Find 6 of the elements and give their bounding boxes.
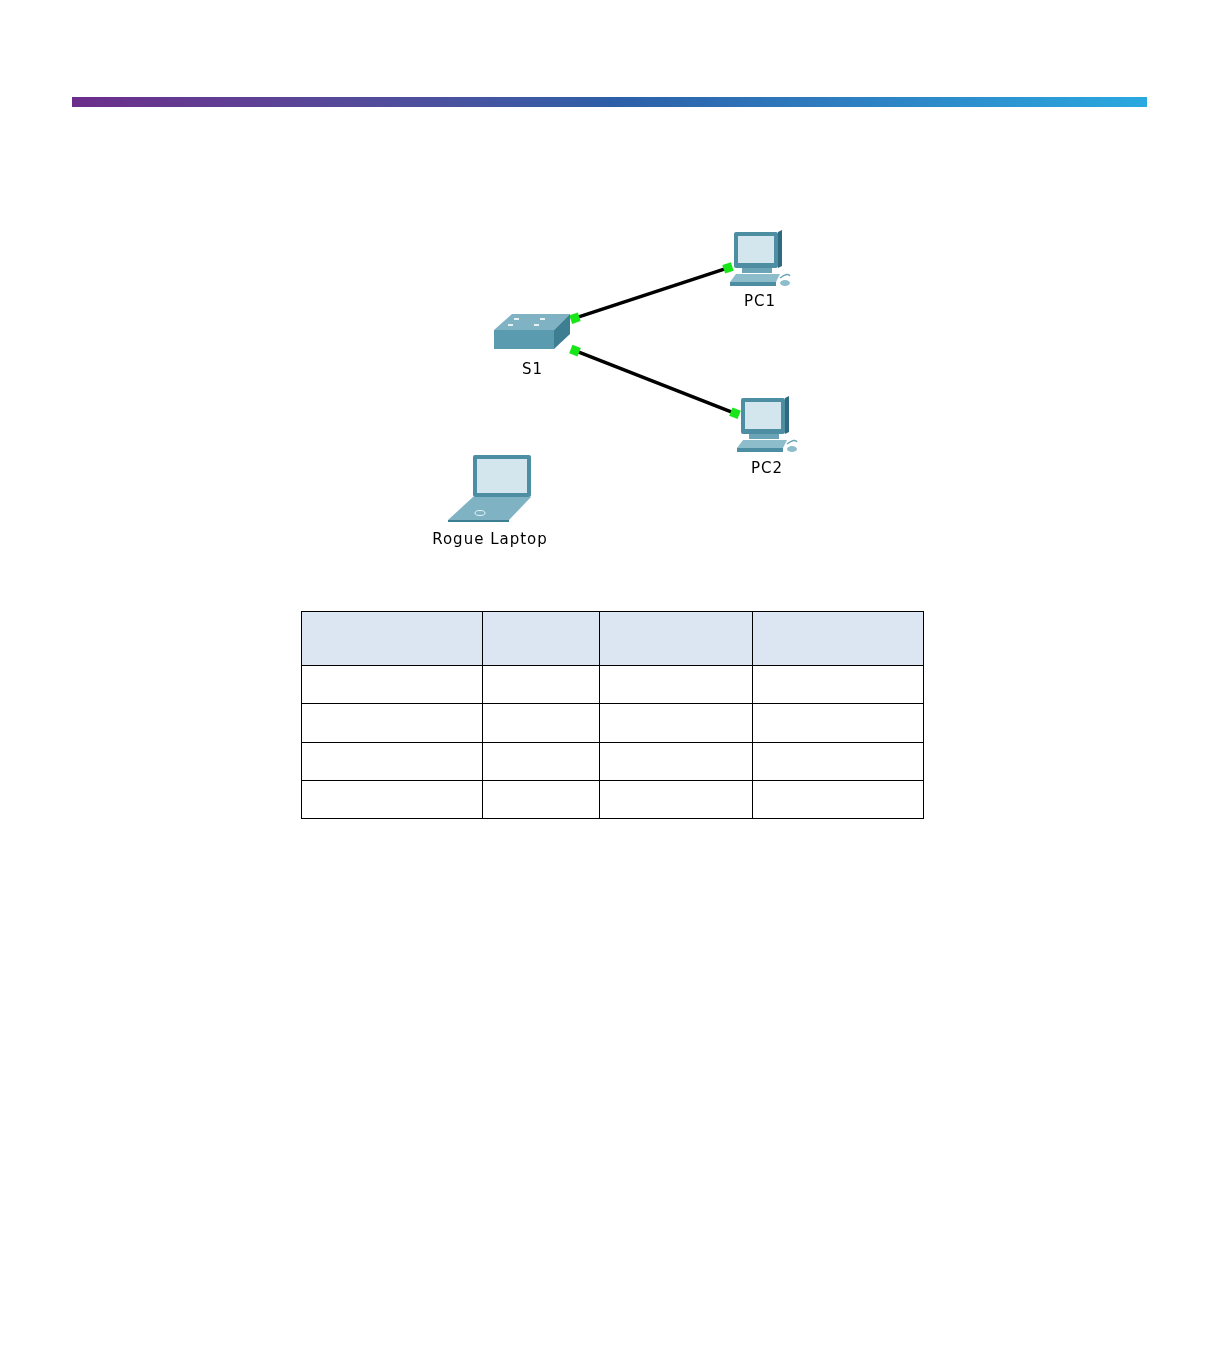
device-label: S1: [521, 360, 544, 378]
device-label: PC1: [743, 292, 777, 310]
device-label: Rogue Laptop: [432, 530, 548, 548]
network-cable: [569, 344, 741, 420]
network-cable: [569, 262, 734, 324]
device-label: PC2: [750, 459, 784, 477]
